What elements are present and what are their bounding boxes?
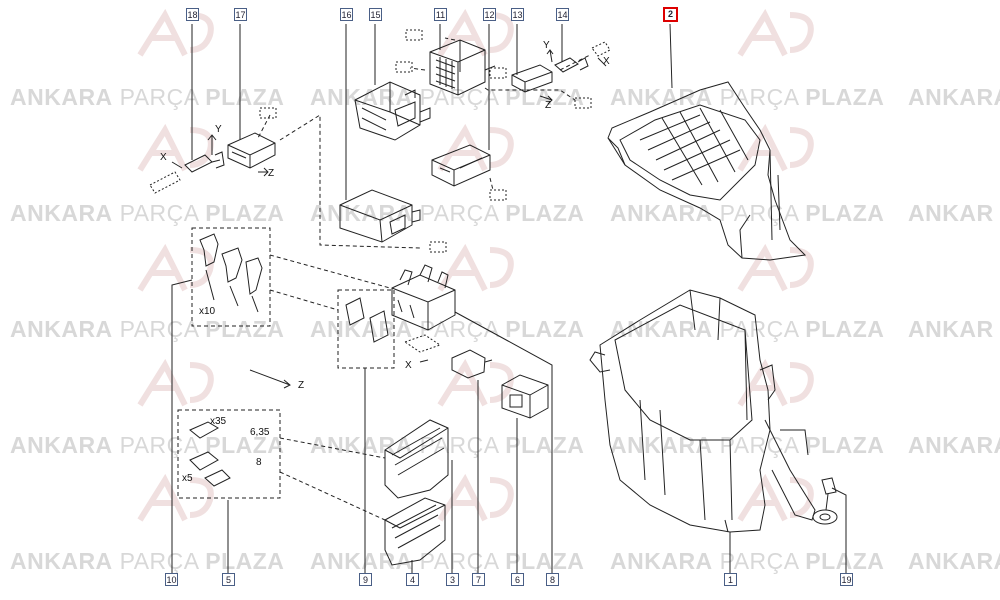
callout-4[interactable]: 4 (406, 573, 419, 586)
watermark-row: ANKARA PARÇA PLAZA (10, 548, 285, 574)
pin-part-18 (149, 151, 225, 194)
axis-label-z: Z (268, 168, 275, 179)
size-label: 6,35 (250, 427, 270, 438)
watermark-row: ANKARA PARÇA PLAZA (310, 200, 585, 226)
watermark-row: ANKARA (908, 548, 1000, 574)
callout-17[interactable]: 17 (234, 8, 247, 21)
axis-label-y: Y (215, 124, 222, 135)
callout-14[interactable]: 14 (556, 8, 569, 21)
callout-7[interactable]: 7 (472, 573, 485, 586)
group-box-clips (337, 289, 395, 369)
ground-strap-part-19 (812, 477, 838, 525)
watermark-row: ANKARA PARÇA PLAZA (610, 316, 885, 342)
fuse-holder-part-3 (384, 419, 449, 499)
terminal-part-14 (554, 41, 611, 73)
watermark-row: ANKARA PARÇA PLAZA (10, 84, 285, 110)
axis-arrows (171, 49, 607, 389)
watermark-logo (137, 8, 814, 522)
fuse-holder-part-4 (384, 497, 446, 566)
connector-part-16 (339, 189, 421, 243)
axis-label-x: X (405, 360, 412, 371)
view-markers (259, 29, 592, 253)
axis-label-y: Y (543, 40, 550, 51)
watermark-row: ANKARA PARÇA PLAZA (610, 84, 885, 110)
callout-2-highlighted[interactable]: 2 (663, 7, 678, 22)
quantity-label: x5 (182, 473, 193, 484)
quantity-label: x10 (199, 306, 216, 317)
watermark-row: ANKARA PARÇA PLAZA (310, 548, 585, 574)
callout-12[interactable]: 12 (483, 8, 496, 21)
terminal-part-13 (511, 64, 553, 93)
callout-13[interactable]: 13 (511, 8, 524, 21)
axis-label-z: Z (298, 380, 305, 391)
callout-5[interactable]: 5 (222, 573, 235, 586)
group-box-terminals-x10 (191, 227, 271, 327)
watermark-row: ANKARA PARÇA PLAZA (610, 548, 885, 574)
watermark-row: ANKARA (908, 84, 1000, 110)
housing-part-1 (589, 289, 816, 533)
group-box-terminals-x35 (177, 409, 281, 499)
callout-11[interactable]: 11 (434, 8, 447, 21)
cover-part-2 (607, 81, 807, 261)
relay-base-part-8 (391, 264, 456, 331)
clip-set (345, 297, 389, 343)
callout-1[interactable]: 1 (724, 573, 737, 586)
callout-18[interactable]: 18 (186, 8, 199, 21)
watermark-row: ANKARA PARÇA PLAZA (10, 432, 285, 458)
watermark-row: ANKARA PARÇA PLAZA (310, 432, 585, 458)
terminal-part-7 (403, 334, 493, 379)
relay-part-6 (501, 374, 549, 419)
watermark-row: ANKARA (908, 432, 1000, 458)
watermark-row: ANKAR (908, 200, 994, 226)
connector-part-11 (429, 39, 496, 96)
watermark-row: ANKARA PARÇA PLAZA (10, 200, 285, 226)
terminal-part-17 (227, 132, 276, 169)
quantity-label: x35 (210, 416, 227, 427)
callout-8[interactable]: 8 (546, 573, 559, 586)
terminal-set-x10 (199, 233, 263, 313)
size-label: 8 (256, 457, 262, 468)
axis-label-x: X (160, 152, 167, 163)
connector-part-12 (431, 144, 491, 187)
callout-3[interactable]: 3 (446, 573, 459, 586)
watermark-row: ANKARA PARÇA PLAZA (10, 316, 285, 342)
callout-6[interactable]: 6 (511, 573, 524, 586)
callout-10[interactable]: 10 (165, 573, 178, 586)
leader-lines (257, 37, 591, 521)
watermark-row: ANKARA PARÇA PLAZA (610, 432, 885, 458)
axis-label-z: Z (545, 100, 552, 111)
callout-15[interactable]: 15 (369, 8, 382, 21)
axis-label-x: X (603, 56, 610, 67)
connector-part-15 (354, 81, 431, 141)
watermark-row: ANKARA PARÇA PLAZA (310, 316, 585, 342)
callout-19[interactable]: 19 (840, 573, 853, 586)
terminal-set-x35 (189, 421, 231, 487)
callout-leaders (171, 23, 847, 573)
callout-16[interactable]: 16 (340, 8, 353, 21)
watermark-row: ANKAR (908, 316, 994, 342)
callout-9[interactable]: 9 (359, 573, 372, 586)
watermark-row: ANKARA PARÇA PLAZA (610, 200, 885, 226)
